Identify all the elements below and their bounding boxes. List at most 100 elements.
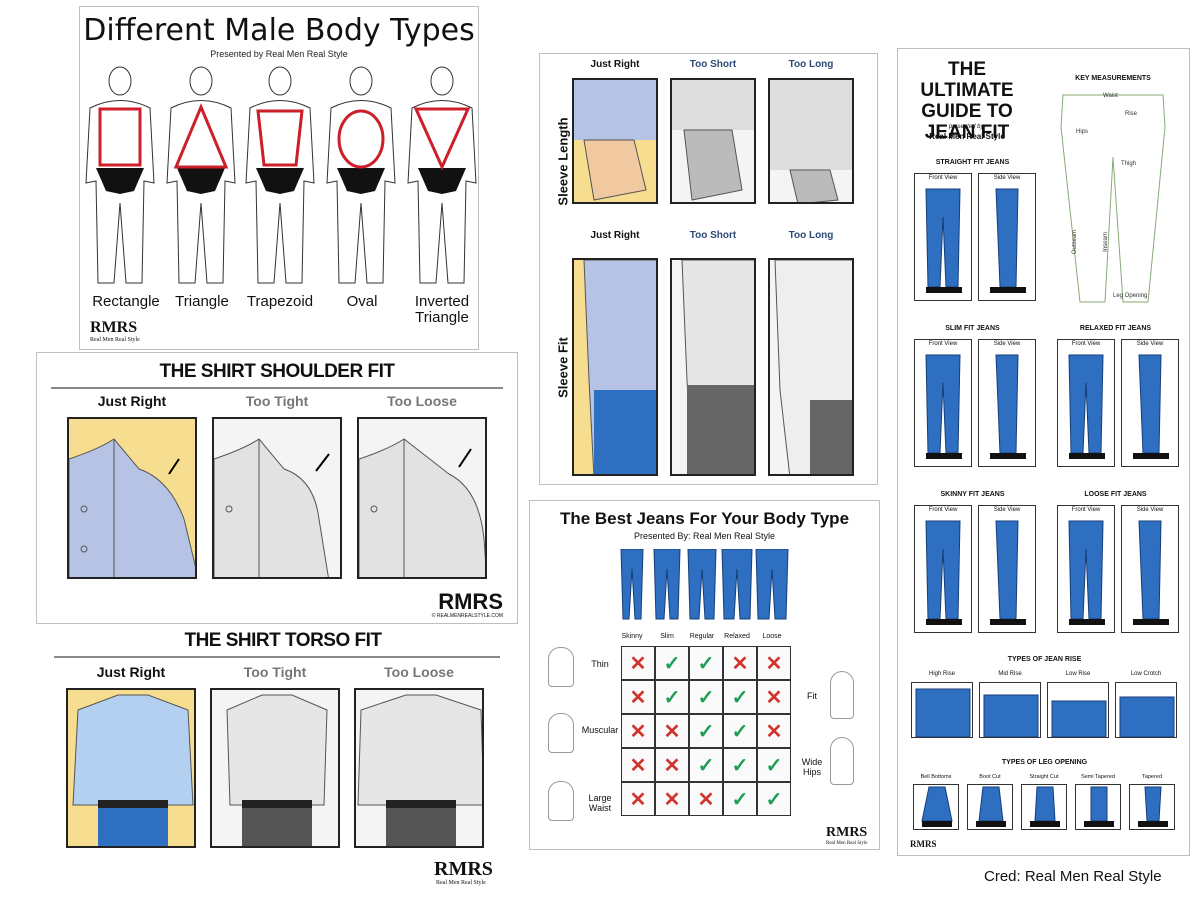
- sleeve-fit-just-right: [572, 258, 658, 476]
- cross-icon: ✕: [757, 646, 791, 680]
- shoulder-logo-sub: © REALMENREALSTYLE.COM: [431, 613, 503, 619]
- credit-text: Cred: Real Men Real Style: [984, 868, 1162, 885]
- rise-illustration: [979, 682, 1041, 738]
- sleeve-top-col-3: Too Long: [788, 59, 834, 70]
- view-label: Front View: [928, 507, 958, 513]
- measurement-label: Inseam: [1102, 232, 1109, 252]
- jean-guide-title-line-3: JEAN FIT: [924, 122, 1010, 143]
- cross-icon: ✕: [689, 782, 723, 816]
- rise-title: TYPES OF JEAN RISE: [1007, 656, 1082, 663]
- rise-type-label: Low Rise: [1065, 671, 1091, 677]
- view-label: Front View: [1071, 507, 1101, 513]
- jean-guide-title-line-2: GUIDE TO: [921, 101, 1013, 122]
- best-jeans-fits: [620, 549, 789, 620]
- check-icon: ✓: [689, 748, 723, 782]
- best-jeans-logo: RMRS: [826, 825, 868, 840]
- shoulder-fit-title: THE SHIRT SHOULDER FIT: [159, 361, 395, 382]
- key-measurements-diagram: [1060, 94, 1166, 303]
- shoulder-too-loose-image: [357, 417, 487, 579]
- shoulder-fit-panel: THE SHIRT SHOULDER FIT Just Right Too Ti…: [36, 352, 518, 624]
- view-label: Side View: [993, 507, 1021, 513]
- jean-section-title: RELAXED FIT JEANS: [1079, 325, 1152, 332]
- jean-section-title: SLIM FIT JEANS: [945, 325, 1000, 332]
- view-label: Side View: [1136, 507, 1164, 513]
- body-shape-outline: [256, 109, 304, 167]
- cross-icon: ✕: [621, 646, 655, 680]
- body-shape-outline: [413, 107, 471, 171]
- shoulder-fit-rule: [51, 387, 503, 389]
- jeans-fit-figure: [687, 549, 717, 620]
- jeans-illustration: [1133, 354, 1169, 459]
- leg-type-label: Boot Cut: [979, 774, 1001, 780]
- view-label: Front View: [928, 341, 958, 347]
- sleeve-fit-too-long: [768, 258, 854, 476]
- view-label: Front View: [928, 175, 958, 181]
- rise-illustration: [1047, 682, 1109, 738]
- torso-col-too-tight: Too Tight: [243, 664, 307, 680]
- cross-icon: ✕: [757, 714, 791, 748]
- jean-guide-title: THE ULTIMATE GUIDE TO JEAN FIT: [902, 59, 1032, 143]
- body-figure: [326, 66, 396, 284]
- body-figure: [166, 66, 236, 284]
- check-icon: ✓: [757, 748, 791, 782]
- sleeve-length-too-short: [670, 78, 756, 204]
- fit-label: Relaxed: [724, 633, 750, 640]
- body-figure: [85, 66, 155, 284]
- sleeve-top-col-2: Too Short: [689, 59, 737, 70]
- body-label-left: Thin: [591, 659, 609, 669]
- jean-section-title: LOOSE FIT JEANS: [1084, 491, 1147, 498]
- best-jeans-subtitle: Presented By: Real Men Real Style: [633, 531, 776, 541]
- shoulder-col-just-right: Just Right: [97, 393, 167, 409]
- jeans-illustration: [1068, 520, 1105, 625]
- body-figure-mini: [830, 737, 854, 785]
- body-types-panel: Different Male Body Types Presented by R…: [79, 6, 479, 350]
- body-shape-outline: [98, 107, 142, 167]
- jeans-illustration: [925, 188, 962, 293]
- cross-icon: ✕: [621, 748, 655, 782]
- view-label: Side View: [1136, 341, 1164, 347]
- measurement-label: Leg Opening: [1113, 293, 1148, 299]
- jean-section-title: STRAIGHT FIT JEANS: [935, 159, 1010, 166]
- view-label: Front View: [1071, 341, 1101, 347]
- best-jeans-logo-sub: Real Men Real Style: [826, 841, 868, 846]
- body-label-right: Wide Hips: [801, 757, 823, 777]
- body-label-left: Large Waist: [588, 793, 612, 813]
- sleeve-bottom-col-3: Too Long: [788, 230, 834, 241]
- jean-guide-panel: THE ULTIMATE GUIDE TO JEAN FIT presented…: [897, 48, 1190, 856]
- sleeve-length-just-right: [572, 78, 658, 204]
- check-icon: ✓: [689, 646, 723, 680]
- jeans-illustration: [990, 188, 1026, 293]
- jeans-fit-figure: [755, 549, 789, 620]
- sleeve-panel: Just Right Too Short Too Long Sleeve Len…: [539, 53, 878, 485]
- body-figures: [85, 66, 477, 284]
- cross-icon: ✕: [655, 714, 689, 748]
- jean-guide-title-line-1: THE ULTIMATE: [920, 59, 1014, 101]
- shoulder-logo: RMRS: [438, 589, 503, 614]
- torso-logo-sub: Real Men Real Style: [436, 880, 486, 886]
- jeans-illustration: [1068, 354, 1105, 459]
- body-type-label: Trapezoid: [246, 293, 314, 310]
- jean-guide-presented: presented by:: [948, 124, 986, 130]
- torso-fit-rule: [54, 656, 500, 658]
- cross-icon: ✕: [757, 680, 791, 714]
- best-jeans-title: The Best Jeans For Your Body Type: [559, 509, 850, 528]
- sleeve-length-too-long: [768, 78, 854, 204]
- torso-col-too-loose: Too Loose: [384, 664, 454, 680]
- body-figure: [245, 66, 315, 284]
- jeans-fit-figure: [653, 549, 681, 620]
- check-icon: ✓: [689, 714, 723, 748]
- jeans-fit-figure: [620, 549, 644, 620]
- torso-just-right-image: [66, 688, 196, 848]
- body-type-label: Rectangle: [92, 293, 160, 310]
- body-shape-outline: [337, 109, 385, 169]
- key-measurements-title: KEY MEASUREMENTS: [1075, 75, 1151, 82]
- jeans-fit-figure: [721, 549, 753, 620]
- cross-icon: ✕: [655, 748, 689, 782]
- leg-type-label: Tapered: [1142, 774, 1162, 780]
- leg-opening-illustration: [913, 784, 959, 830]
- measurement-label: Outseam: [1072, 229, 1079, 255]
- body-label-right: Fit: [807, 691, 817, 701]
- measurement-label: Waist: [1103, 93, 1118, 99]
- sleeve-bottom-col-2: Too Short: [689, 230, 737, 241]
- check-icon: ✓: [723, 714, 757, 748]
